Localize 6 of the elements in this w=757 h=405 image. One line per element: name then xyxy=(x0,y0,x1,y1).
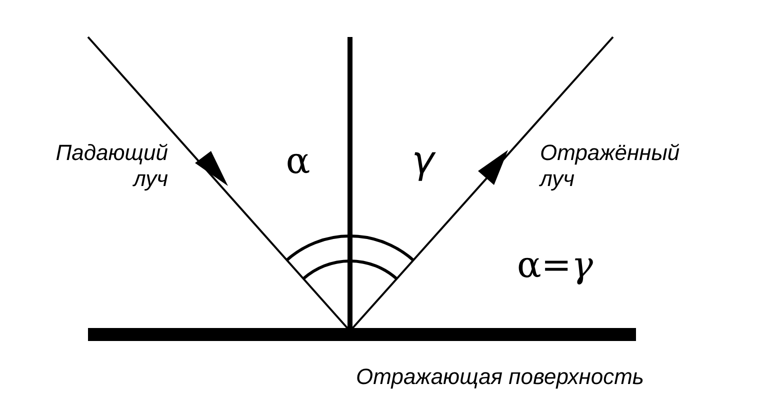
angle-symbol: γ xyxy=(410,138,437,184)
angle-symbol: α xyxy=(284,140,312,184)
ray-label: Падающий луч xyxy=(54,140,168,193)
surface-label: Отражающая поверхность xyxy=(355,364,645,390)
ray-label: Отражённый луч xyxy=(540,140,681,193)
equation: α=γ xyxy=(516,244,594,288)
